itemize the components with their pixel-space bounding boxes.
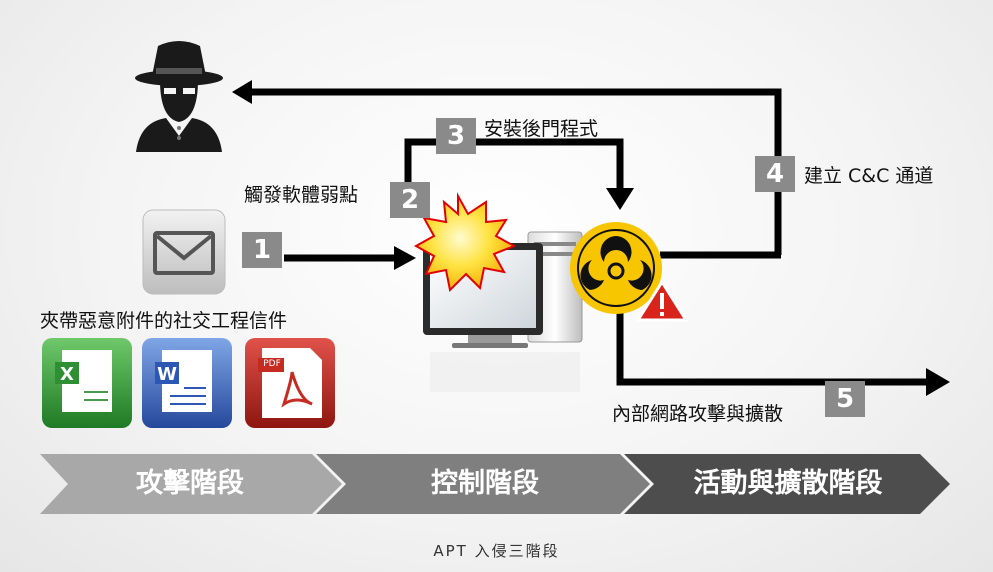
step-5-badge: 5 [825,381,865,417]
arrow-spread [926,368,950,396]
svg-text:W: W [157,364,177,385]
svg-text:X: X [60,364,74,385]
step-3-badge: 3 [436,118,476,154]
arrow-to-computer [394,246,416,270]
cnc-label: 建立 C&C 通道 [804,161,933,188]
arrow-to-biohazard [606,188,634,210]
biohazard-icon [570,222,662,314]
pdf-file-icon [245,338,335,428]
stage-attack: 攻擊階段 [60,454,320,514]
figure-caption: APT 入侵三階段 [0,540,993,561]
stage-control-label: 控制階段 [340,454,630,514]
email-label: 夾帶惡意附件的社交工程信件 [40,306,287,333]
stage-control: 控制階段 [340,454,630,514]
step-2-badge: 2 [390,182,430,218]
step-4-badge: 4 [755,156,795,192]
backdoor-label: 安裝後門程式 [484,114,598,141]
excel-file-icon: X [42,338,132,428]
spread-label: 內部網路攻擊與擴散 [612,399,783,426]
envelope-icon [143,210,225,294]
hacker-icon [135,41,223,152]
arrow-to-hacker [232,80,252,104]
step-1-badge: 1 [242,232,282,268]
stage-spread-label: 活動與擴散階段 [646,454,930,514]
word-file-icon: W [142,338,232,428]
exploit-label: 觸發軟體弱點 [244,180,358,207]
pdf-tag: PDF [259,359,285,369]
stage-attack-label: 攻擊階段 [60,454,320,514]
stage-spread: 活動與擴散階段 [646,454,930,514]
